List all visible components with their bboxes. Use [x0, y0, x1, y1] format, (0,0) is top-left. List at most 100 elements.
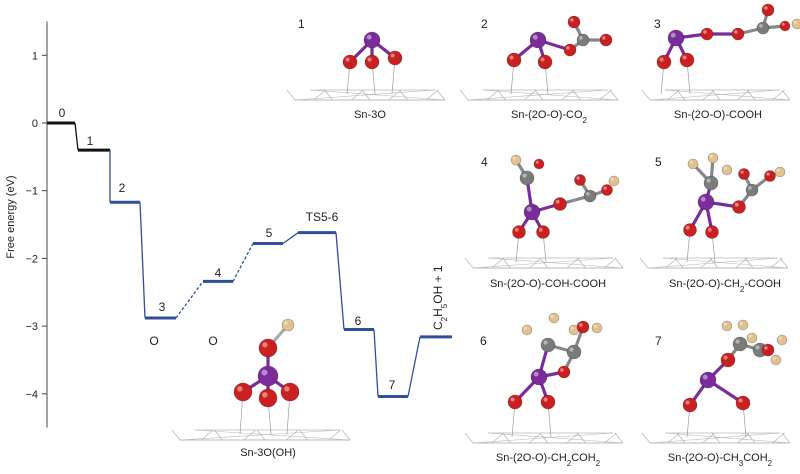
structure-4-c2-shine: [586, 192, 590, 196]
structure-5-o-1: [705, 225, 719, 239]
structure-8-h-shine: [284, 321, 288, 325]
structure-1-panel: 1Sn-3O: [286, 17, 446, 121]
structure-4-surface-mesh-0: [464, 257, 474, 269]
structure-3-surface-mesh-2: [676, 89, 686, 101]
structure-4-o-4: [601, 184, 613, 196]
structure-7-h-0-shine: [723, 322, 727, 326]
level-connector-1: [74, 122, 79, 151]
structure-8-o-0: [233, 382, 253, 402]
structure-6-surface-mesh-3: [528, 432, 542, 444]
structure-3-o-2-shine: [703, 30, 707, 34]
structure-5-h-2-shine: [723, 166, 727, 170]
structure-6-caption: Sn-(2O-O)-CH2COH2: [496, 452, 601, 468]
structure-8-surface-mesh-3: [243, 429, 257, 441]
structure-5-h-3-shine: [776, 168, 780, 172]
structure-7-o-1: [735, 395, 751, 411]
structure-5-surface-mesh-8: [779, 257, 789, 269]
structure-5-panel: 5Sn-(2O-O)-CH2-COOH: [639, 152, 789, 294]
structure-7-c-1-shine: [755, 345, 760, 350]
structure-7-surface-mesh-7: [772, 432, 785, 444]
structure-7-caption: Sn-(2O-O)-CH3COH2: [668, 452, 773, 468]
structure-3-surface-mesh-0: [641, 89, 651, 101]
structure-6-surface-diag-a: [472, 432, 614, 444]
structure-5-number: 5: [655, 155, 662, 169]
y-axis-label: Free energy (eV): [5, 175, 17, 258]
structure-4-o-0-shine: [514, 227, 519, 232]
structure-2-o-3-shine: [566, 46, 570, 50]
structure-7-sn: [699, 371, 717, 389]
structure-6-o-0-shine: [510, 397, 515, 402]
structure-3-surface-mesh-3: [702, 89, 715, 101]
structure-6-h-2-shine: [570, 326, 574, 330]
structure-2-o-0: [506, 52, 522, 68]
structure-2-surface: [459, 89, 619, 101]
structure-5-h-1-shine: [709, 154, 713, 158]
structure-6-o-2: [557, 365, 571, 379]
structure-4-surface-diag-a: [472, 257, 614, 269]
level-label-5: 5: [266, 226, 273, 240]
structure-4-surface-mesh-6: [577, 257, 586, 269]
structure-8-sn-shine: [261, 369, 268, 376]
structure-3-o-3: [731, 27, 745, 41]
level-label-6: TS5-6: [306, 210, 339, 224]
structure-7-h-4: [776, 334, 788, 346]
structure-6-h-1-shine: [550, 314, 554, 318]
structure-5-o-4: [764, 170, 776, 182]
structure-7-surface-mesh-8: [781, 432, 791, 444]
structure-3-surface-mesh-6: [746, 89, 756, 101]
structure-8-panel: Sn-3O(OH): [171, 318, 351, 459]
structure-4-o-h: [533, 158, 545, 170]
structure-7-c-0-shine: [735, 339, 740, 344]
structure-6-c-0: [540, 337, 556, 353]
structure-5-sn: [697, 193, 715, 211]
structure-7-h-2-shine: [748, 334, 752, 338]
structure-4-h-0-shine: [512, 156, 516, 160]
structure-6-h-3: [591, 322, 603, 334]
structure-8-caption: Sn-3O(OH): [240, 447, 296, 459]
structure-7-c-0: [732, 336, 748, 352]
structure-5-o-3-shine: [740, 170, 744, 174]
structure-3-surface-diag-a: [649, 89, 781, 101]
structure-6-sn-shine: [533, 371, 539, 377]
structure-3-o-2: [700, 27, 714, 41]
structure-5-surface-mesh-6: [744, 257, 754, 269]
structure-3-sn: [667, 29, 685, 47]
structure-7-h-0: [721, 320, 733, 332]
structure-7-surface-diag-a: [649, 432, 781, 444]
structure-7-h-2: [746, 332, 758, 344]
level-connector-9: [407, 336, 421, 397]
structure-6-o-1: [540, 394, 556, 410]
level-connector-4: [175, 281, 204, 319]
structure-6-surface-mesh-5: [566, 432, 580, 444]
structure-5-c2-shine: [748, 186, 752, 190]
structure-7-h-4-shine: [778, 336, 782, 340]
structure-7-o-1-shine: [738, 398, 743, 403]
structure-4-o-2-shine: [555, 199, 560, 204]
structure-2-caption: Sn-(2O-O)-CO2: [511, 109, 588, 125]
structure-6-c-1: [566, 344, 582, 360]
structure-2-surface-diag-b: [482, 89, 619, 101]
structure-8-surface-mesh-5: [285, 429, 299, 441]
structure-4-number: 4: [481, 155, 488, 169]
level-label-3: 3: [159, 300, 166, 314]
structure-4-h-1-shine: [610, 177, 614, 181]
structure-6-h-0: [521, 324, 533, 336]
structure-3-sn-shine: [670, 32, 676, 38]
structure-8-o-2-shine: [284, 386, 290, 392]
structure-5-h-3: [774, 166, 786, 178]
level-connector-6: [282, 232, 299, 245]
structure-5-h-2: [721, 164, 733, 176]
structure-7-surface-mesh-6: [746, 432, 756, 444]
structure-5-o-2: [732, 200, 746, 214]
structure-4-surface-mesh-2: [502, 257, 511, 269]
structure-4-sn: [523, 203, 541, 221]
structure-4-surface-mesh-7: [603, 257, 617, 269]
structure-7-o-3-shine: [764, 346, 768, 350]
structure-6-c-0-shine: [543, 340, 548, 345]
structure-6-o-3: [576, 320, 590, 334]
structure-1-number: 1: [298, 17, 305, 31]
structure-7-h-3-shine: [772, 356, 776, 360]
structure-4-surface-mesh-3: [528, 257, 542, 269]
structure-5-sn-shine: [700, 196, 706, 202]
